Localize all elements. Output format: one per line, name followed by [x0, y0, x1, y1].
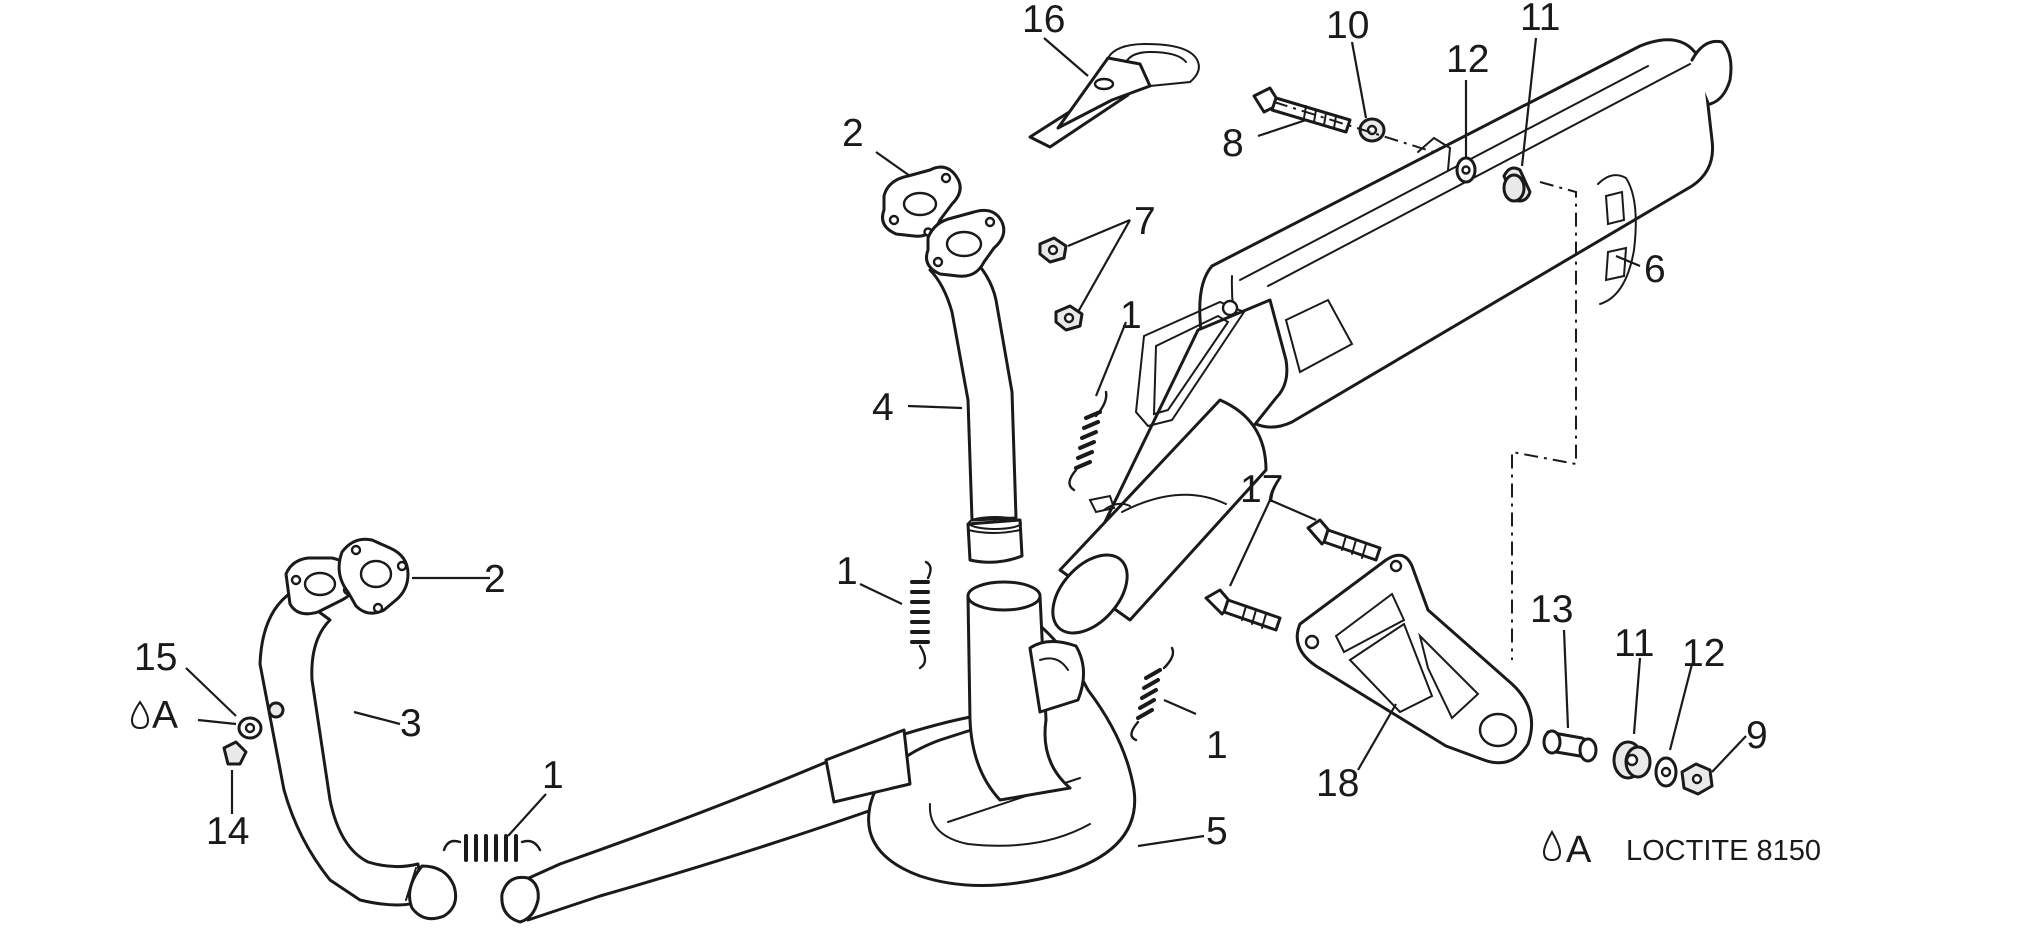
legend: A LOCTITE 8150 [1542, 829, 1821, 871]
callout-9: 9 [1746, 714, 1768, 757]
callout-15: 15 [134, 636, 177, 679]
part-1-spring-mid [910, 560, 932, 670]
legend-product: LOCTITE 8150 [1626, 835, 1821, 867]
part-1-spring-right [1130, 646, 1175, 742]
callout-labels: 16 10 12 11 8 2 7 6 1 4 17 1 2 15 3 13 1… [134, 0, 1768, 853]
callout-8: 8 [1222, 122, 1244, 165]
callout-3: 3 [400, 702, 422, 745]
callout-2-top: 2 [842, 112, 864, 155]
part-3-rear-header [258, 556, 458, 921]
part-2-gasket-left [337, 537, 410, 615]
leader-lines [185, 37, 1747, 848]
callout-7: 7 [1134, 200, 1156, 243]
part-1-spring-upper [1068, 390, 1108, 492]
legend-marker-a: A [1566, 829, 1592, 871]
callout-2-left: 2 [484, 558, 506, 601]
part-13-spacer [1542, 729, 1598, 763]
part-14-screw [222, 740, 248, 766]
callout-12-top: 12 [1446, 38, 1489, 81]
drop-icon [1542, 829, 1562, 862]
callout-13: 13 [1530, 588, 1573, 631]
part-12-washer-bottom [1654, 756, 1678, 788]
part-9-nut [1680, 762, 1714, 796]
part-7-nuts [1038, 236, 1084, 332]
drop-icon [130, 700, 150, 730]
marker-a-inline: A [152, 694, 178, 737]
part-11-grommet-bottom [1612, 740, 1652, 780]
callout-5: 5 [1206, 810, 1228, 853]
threadlock-marker-inline: A [130, 694, 178, 737]
callout-4: 4 [872, 386, 894, 429]
part-11-grommet-top [1502, 166, 1532, 203]
callout-16: 16 [1022, 0, 1065, 41]
callout-11-top: 11 [1520, 0, 1561, 39]
part-5-collector [500, 580, 1137, 924]
part-17-bolts [1204, 518, 1382, 632]
callout-11-bottom: 11 [1614, 622, 1655, 665]
callout-12-bottom: 12 [1682, 632, 1725, 675]
callout-10: 10 [1326, 4, 1369, 47]
part-12-washer-top [1455, 156, 1477, 184]
callout-1-right: 1 [1206, 724, 1228, 767]
callout-1-upper: 1 [1120, 294, 1142, 337]
part-16-bracket [1028, 42, 1200, 149]
callout-14: 14 [206, 810, 249, 853]
part-4-front-header [925, 208, 1024, 564]
callout-6: 6 [1644, 248, 1666, 291]
part-15-washer [237, 716, 263, 740]
part-6-silencer [1051, 38, 1733, 635]
part-1-spring-bottom [442, 834, 542, 862]
callout-1-bottom: 1 [542, 754, 564, 797]
assembly-lines [1273, 101, 1577, 660]
part-18-hanger-bracket [1295, 553, 1534, 765]
callout-1-mid: 1 [836, 550, 858, 593]
callout-18: 18 [1316, 762, 1359, 805]
callout-17: 17 [1240, 468, 1283, 511]
